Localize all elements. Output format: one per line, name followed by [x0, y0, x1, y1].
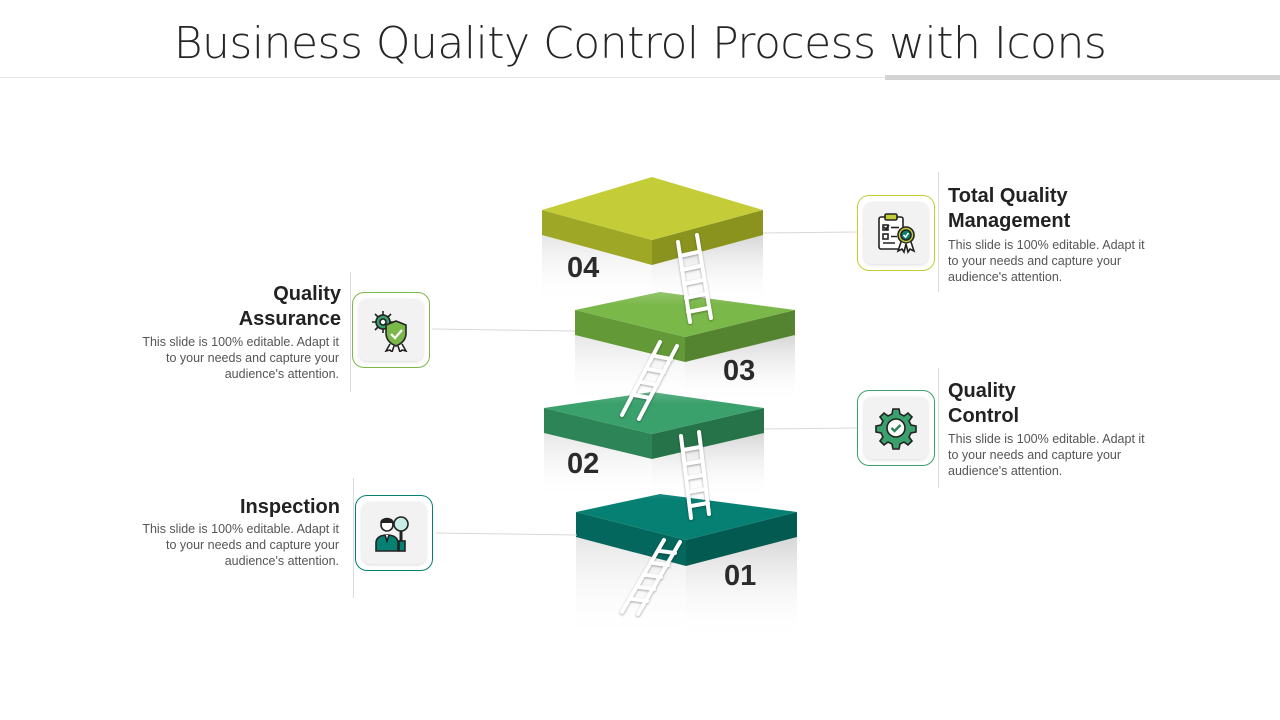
divider-total-quality-management	[938, 172, 939, 292]
step-block-03: 03	[575, 292, 795, 404]
gear-check-icon	[875, 408, 917, 450]
ladder-03	[620, 340, 679, 421]
ladder-01	[620, 538, 682, 616]
step-01-front-right	[686, 512, 797, 566]
quality-assurance-description: This slide is 100% editable. Adapt it to…	[142, 335, 339, 381]
inspection-icon-box	[355, 495, 433, 571]
step-block-04: 04	[542, 177, 763, 305]
step-03-front-right	[685, 310, 795, 362]
total-quality-management-title: Total Quality Management	[948, 185, 1071, 232]
quality-control-title: Quality Control	[948, 380, 1020, 427]
title-accent-bar	[885, 75, 1280, 80]
step-number-02: 02	[567, 448, 599, 480]
step-01-top	[576, 494, 797, 540]
inspector-magnifier-icon	[375, 516, 409, 552]
inspection-description: This slide is 100% editable. Adapt it to…	[142, 522, 339, 568]
step-02-front-right	[652, 408, 764, 459]
step-block-01: 01	[576, 494, 797, 640]
total-quality-management-description: This slide is 100% editable. Adapt it to…	[948, 238, 1145, 284]
step-block-02: 02	[544, 392, 764, 500]
step-04-front-left	[542, 210, 652, 265]
connector-total-quality-management	[762, 231, 858, 234]
step-number-04: 04	[567, 252, 599, 284]
quality-assurance-title: Quality Assurance	[238, 283, 341, 330]
title-divider	[0, 77, 1280, 78]
connector-quality-assurance	[431, 328, 576, 332]
ladder-02	[679, 430, 711, 520]
quality-assurance-icon-box	[352, 292, 430, 368]
inspection-title: Inspection	[239, 496, 340, 518]
divider-quality-assurance	[350, 272, 351, 392]
gear-shield-icon	[372, 311, 408, 352]
divider-quality-control	[938, 368, 939, 488]
quality-control-icon-box	[857, 390, 935, 466]
step-04-top	[542, 177, 763, 240]
step-02-front-left	[544, 408, 652, 459]
page-title: Business Quality Control Process with Ic…	[173, 18, 1107, 69]
connector-quality-control	[763, 427, 858, 430]
step-number-01: 01	[724, 560, 756, 592]
divider-inspection	[353, 478, 354, 598]
clipboard-badge-icon	[878, 213, 916, 254]
total-quality-management-icon-box	[857, 195, 935, 271]
connector-inspection	[435, 532, 578, 536]
step-number-03: 03	[723, 355, 755, 387]
ladder-04	[676, 233, 713, 324]
quality-control-description: This slide is 100% editable. Adapt it to…	[948, 432, 1145, 478]
